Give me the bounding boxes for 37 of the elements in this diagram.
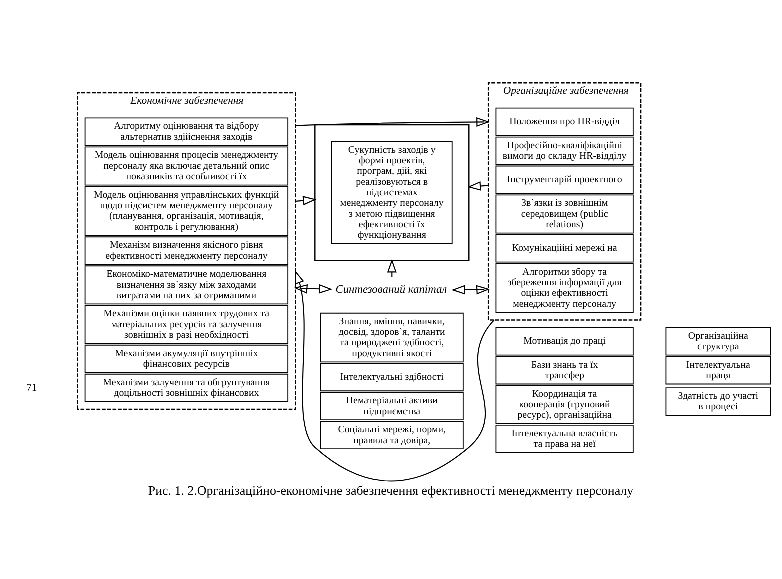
node-box: Знання, вміння, навички, досвід, здоров`я, таланти та природжені здібності, продуктивні якості [320, 312, 464, 363]
arrow [387, 259, 397, 278]
arrow [295, 270, 495, 482]
node-box: Нематеріальні активи підприємства [320, 392, 464, 421]
node-box: Організаційна структура [666, 327, 772, 356]
node-box: Координація та кооперація (груповий ресурс), організаційна [496, 385, 634, 424]
node-box: Механізм визначення якісного рівня ефективності менеджменту персоналу [84, 236, 289, 266]
node-box: Комунікаційні мережі на [496, 234, 634, 263]
node-box: Мотивація до праці [496, 327, 634, 356]
node-box: Алгоритму оцінювання та відбору альтернатив здійснення заходів [84, 118, 289, 146]
arrow [452, 285, 490, 295]
cluster [314, 124, 470, 262]
label: 71 [26, 382, 38, 394]
node-box: Бази знань та їх трансфер [496, 356, 634, 385]
node-box: Економіко-математичне моделювання визначення зв`язку між заходами витратами на них за отриманими [84, 266, 289, 305]
node-box: Модель оцінювання управлінських функцій щодо підсистем менеджменту персоналу (планування, організація, мотивація, контроль і регулювання) [84, 186, 289, 236]
node-box: Механізми оцінки наявних трудових та матеріальних ресурсів та залучення зовнішніх в разі необхідності [84, 305, 289, 344]
arrow [294, 284, 333, 294]
arrow [296, 196, 317, 206]
node-text: Синтезований капітал [336, 284, 448, 296]
arrow [296, 118, 490, 128]
node-box: Здатність до участі в процесі [666, 388, 772, 416]
node-box: Сукупність заходів у формі проектів, програм, дій, які реалізовуються в підсистемах менеджменту персоналу з метою підвищення ефективності їх функціонування [331, 141, 453, 244]
node-box: Механізми залучення та обгрунтування доцільності зовнішніх фінансових [84, 374, 289, 402]
node-box: Модель оцінювання процесів менеджменту персоналу яка включає детальний опис показників та особливості їх [84, 146, 289, 186]
node-box: Соціальні мережі, норми, правила та довіра, [320, 421, 464, 450]
arrow [468, 182, 489, 191]
node-box: Положення про HR-відділ [496, 108, 634, 136]
node-box: Інтелектуальна власність та права на неї [496, 424, 634, 454]
node-box: Зв`язки із зовнішнім середовищем (public relations) [496, 194, 634, 234]
node-box: Механізми акумуляції внутрішніх фінансових ресурсів [84, 344, 289, 374]
node-box: Професійно-кваліфікаційні вимоги до складу HR-відділу [496, 136, 634, 166]
node-box: Інтелектуальні здібності [320, 363, 464, 392]
caption: Рис. 1. 2.Організаційно-економічне забезпечення ефективності менеджменту персоналу [148, 482, 634, 498]
node-box: Інтелектуальна праця [666, 356, 772, 385]
node-box: Інструментарій проектного [496, 166, 634, 194]
node-box: Алгоритми збору та збереження інформації для оцінки ефективності менеджменту персоналу [496, 263, 634, 314]
